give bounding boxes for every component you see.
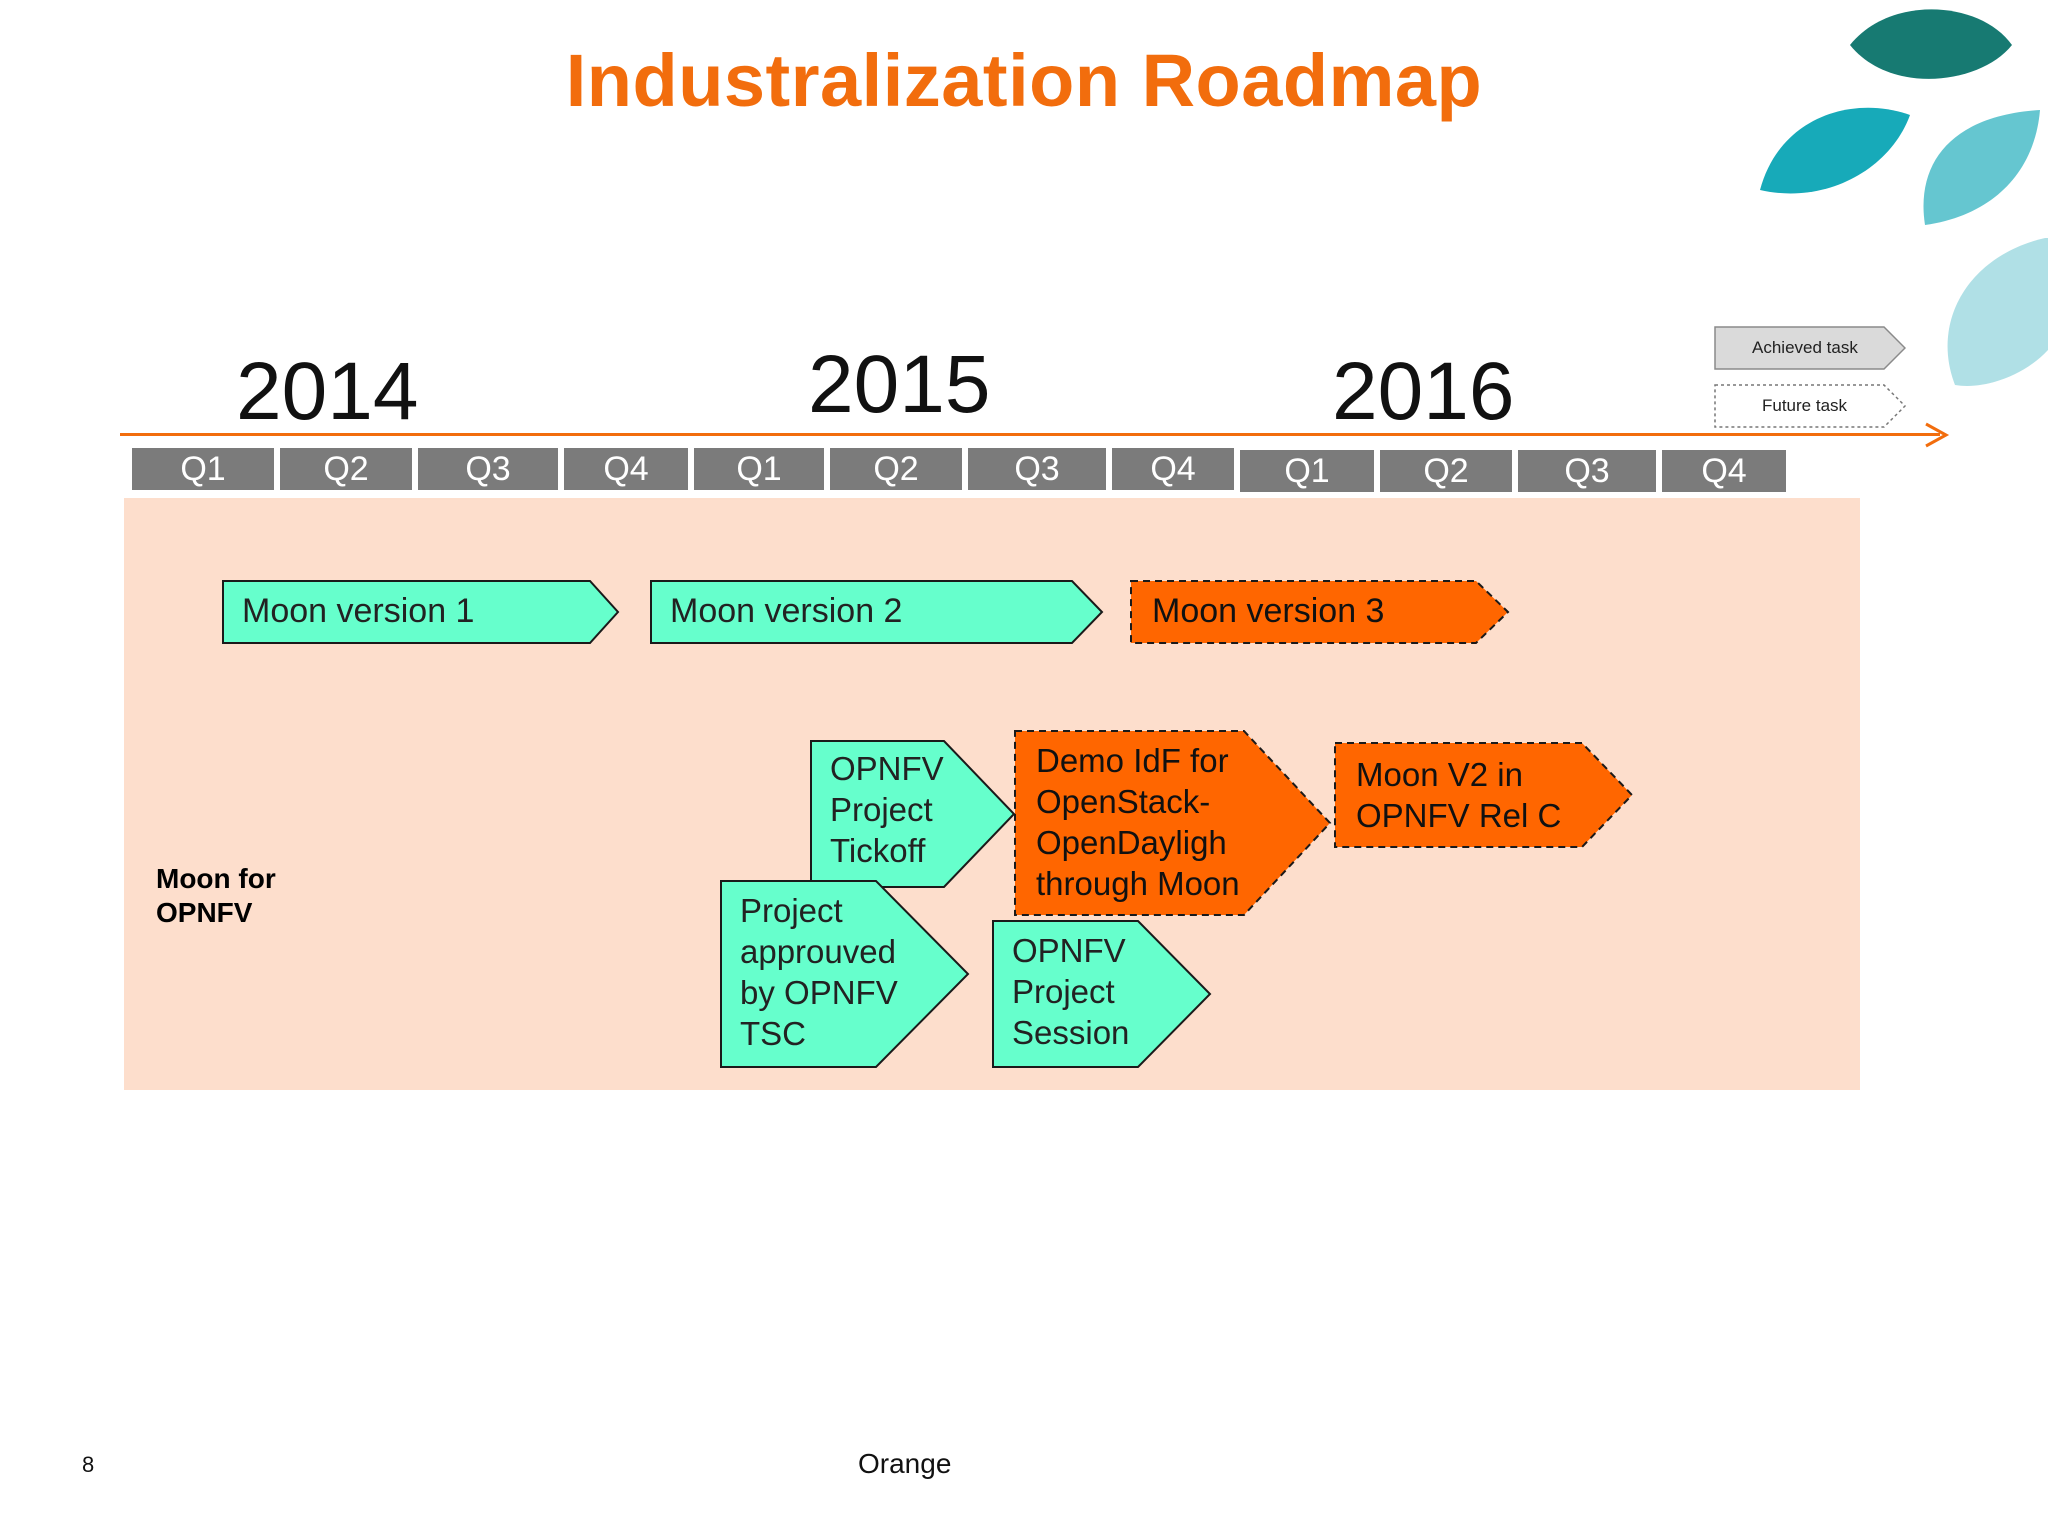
task-moon-version-3-label: Moon version 3 <box>1152 592 1385 630</box>
legend-future-label: Future task <box>1762 396 1848 415</box>
task-project-approved-label: Project approuved by OPNFV TSC <box>740 892 898 1052</box>
quarter-2014-q2: Q2 <box>280 448 412 490</box>
task-opnfv-project-tickoff-label: OPNFV Project Tickoff <box>830 750 944 869</box>
task-moon-version-2-shape <box>650 580 1104 644</box>
quarter-2016-q1: Q1 <box>1240 450 1374 492</box>
task-opnfv-project-session-label: OPNFV Project Session <box>1012 932 1130 1051</box>
legend-future: Future task <box>1714 384 1907 428</box>
swimlane-label: Moon for OPNFV <box>156 863 276 928</box>
task-moon-version-1: Moon version 1 <box>222 580 620 644</box>
leaf-petals-icon <box>1760 9 2048 386</box>
task-demo-idf-shape <box>1014 730 1332 916</box>
task-moon-version-2: Moon version 2 <box>650 580 1104 644</box>
task-moon-version-1-shape <box>222 580 620 644</box>
quarter-2016-q2: Q2 <box>1380 450 1512 492</box>
task-project-approved: Project approuved by OPNFV TSC <box>720 880 970 1068</box>
quarter-2016-q3: Q3 <box>1518 450 1656 492</box>
timeline-arrowhead-icon <box>1925 422 1950 448</box>
task-opnfv-project-session: OPNFV Project Session <box>992 920 1212 1068</box>
task-moon-v2-rel-c: Moon V2 in OPNFV Rel C <box>1334 742 1634 848</box>
quarter-row: Q1 Q2 Q3 Q4 Q1 Q2 Q3 Q4 Q1 Q2 Q3 Q4 <box>0 448 2048 492</box>
task-moon-v2-rel-c-shape <box>1334 742 1634 848</box>
task-moon-version-1-label: Moon version 1 <box>242 592 475 630</box>
legend-achieved: Achieved task <box>1714 326 1907 370</box>
task-demo-idf-label: Demo IdF for OpenStack- OpenDayligh thro… <box>1036 742 1240 902</box>
quarter-2015-q3: Q3 <box>968 448 1106 490</box>
footer-brand: Orange <box>858 1448 952 1479</box>
task-opnfv-project-tickoff-shape <box>810 740 1016 888</box>
task-moon-v2-rel-c-label: Moon V2 in OPNFV Rel C <box>1356 756 1562 834</box>
page-number: 8 <box>82 1452 95 1477</box>
quarter-2014-q3: Q3 <box>418 448 558 490</box>
task-opnfv-project-session-shape <box>992 920 1212 1068</box>
year-2015: 2015 <box>808 339 991 430</box>
task-moon-version-3-shape <box>1130 580 1510 644</box>
quarter-2016-q4: Q4 <box>1662 450 1786 492</box>
year-2016: 2016 <box>1332 346 1515 437</box>
task-moon-version-2-label: Moon version 2 <box>670 592 903 630</box>
quarter-2015-q4: Q4 <box>1112 448 1234 490</box>
legend-achieved-label: Achieved task <box>1752 338 1858 357</box>
quarter-2015-q1: Q1 <box>694 448 824 490</box>
quarter-2015-q2: Q2 <box>830 448 962 490</box>
task-moon-version-3: Moon version 3 <box>1130 580 1510 644</box>
slide-title: Industralization Roadmap <box>565 39 1483 122</box>
year-2014: 2014 <box>236 346 419 437</box>
legend-achieved-shape <box>1714 326 1907 370</box>
legend-future-shape <box>1714 384 1907 428</box>
timeline-axis <box>120 433 1940 436</box>
task-opnfv-project-tickoff: OPNFV Project Tickoff <box>810 740 1016 888</box>
task-demo-idf: Demo IdF for OpenStack- OpenDayligh thro… <box>1014 730 1332 916</box>
quarter-2014-q4: Q4 <box>564 448 688 490</box>
task-project-approved-shape <box>720 880 970 1068</box>
quarter-2014-q1: Q1 <box>132 448 274 490</box>
